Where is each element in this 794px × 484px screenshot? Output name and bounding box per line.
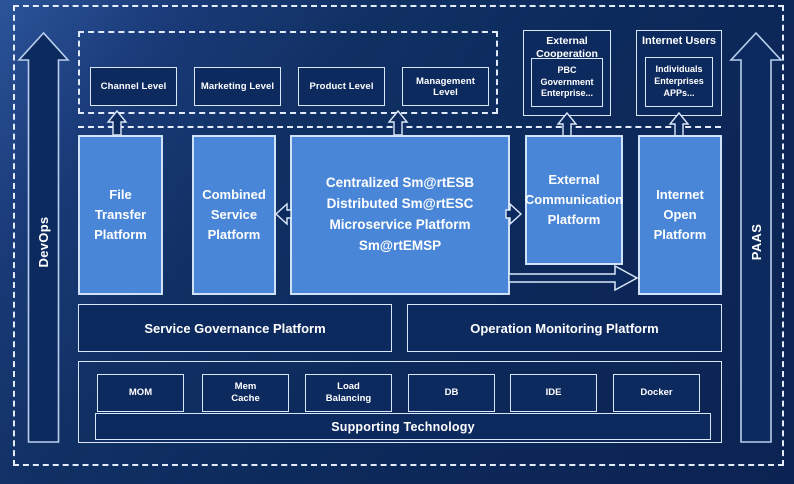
combined-service-platform-box: Combined Service Platform xyxy=(192,135,276,295)
central-esb-platform-box: Centralized Sm@rtESB Distributed Sm@rtES… xyxy=(290,135,510,295)
supporting-technology-bar: Supporting Technology xyxy=(95,413,711,440)
internet-users-inner-box: Individuals Enterprises APPs... xyxy=(645,57,713,107)
tech-box-db: DB xyxy=(408,374,495,412)
operation-monitoring-platform-box: Operation Monitoring Platform xyxy=(407,304,722,352)
long-right-arrow-icon xyxy=(508,264,639,292)
external-cooperation-inner-box: PBC Government Enterprise... xyxy=(531,58,603,107)
internet-open-platform-box: Internet Open Platform xyxy=(638,135,722,295)
left-arrow-icon xyxy=(274,202,292,226)
up-arrow-icon-file-transfer xyxy=(106,109,128,136)
devops-arrow-icon xyxy=(17,31,70,443)
file-transfer-platform-box: File Transfer Platform xyxy=(78,135,163,295)
level-box-marketing: Marketing Level xyxy=(194,67,281,106)
tech-box-load-balancing: Load Balancing xyxy=(305,374,392,412)
tech-box-ide: IDE xyxy=(510,374,597,412)
paas-arrow-icon xyxy=(729,31,783,443)
tech-box-docker: Docker xyxy=(613,374,700,412)
outer-dashed-border xyxy=(13,5,784,466)
service-governance-platform-box: Service Governance Platform xyxy=(78,304,392,352)
internet-users-title: Internet Users xyxy=(642,35,716,47)
level-box-channel: Channel Level xyxy=(90,67,177,106)
external-cooperation-title: External Cooperation xyxy=(536,35,598,61)
level-box-management: Management Level xyxy=(402,67,489,106)
level-box-product: Product Level xyxy=(298,67,385,106)
tech-box-mom: MOM xyxy=(97,374,184,412)
paas-label: PAAS xyxy=(748,223,764,261)
levels-dashed-container xyxy=(78,31,498,114)
tech-box-mem-cache: Mem Cache xyxy=(202,374,289,412)
external-communication-platform-box: External Communication Platform xyxy=(525,135,623,265)
devops-label: DevOps xyxy=(35,216,51,268)
up-arrow-icon-central xyxy=(387,109,409,136)
right-arrow-icon xyxy=(505,202,523,226)
supporting-technology-container xyxy=(78,361,722,443)
